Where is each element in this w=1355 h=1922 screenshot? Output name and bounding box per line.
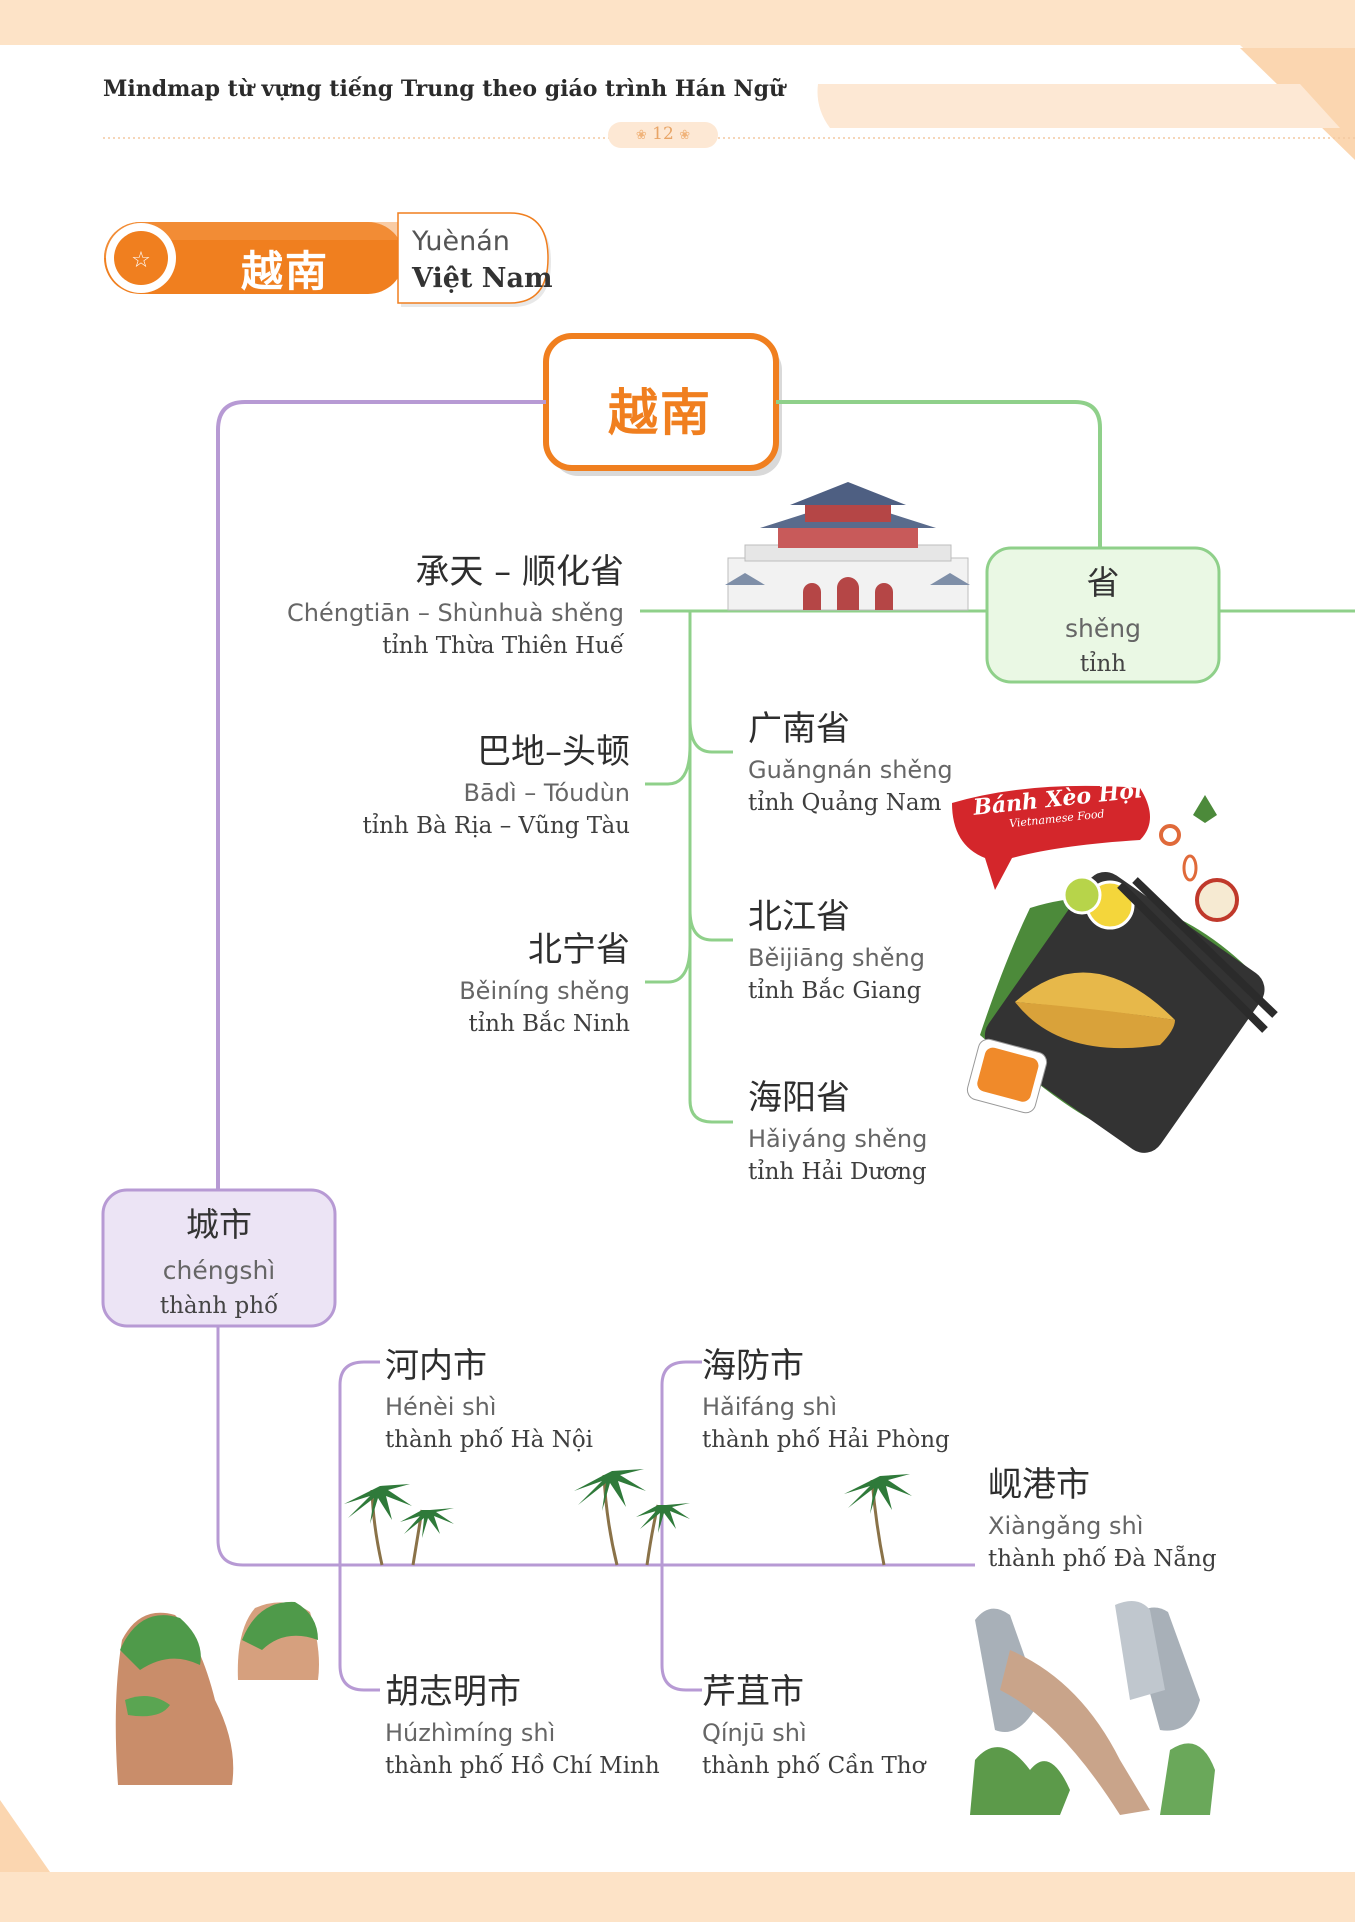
node-vietnamese: thành phố Đà Nẵng [988, 1546, 1217, 1573]
star-icon: ☆ [131, 248, 151, 273]
city-node: 芹苴市 Qínjū shì thành phố Cần Thơ [702, 1672, 926, 1780]
node-pinyin: Běiníng shěng [459, 977, 630, 1006]
province-node: 北宁省 Běiníng shěng tỉnh Bắc Ninh [360, 930, 630, 1038]
hue-citadel-illustration [725, 482, 970, 611]
province-node: 海阳省 Hǎiyáng shěng tỉnh Hải Dương [748, 1078, 928, 1186]
node-hanzi: 河内市 [385, 1346, 487, 1386]
province-node: 巴地–头顿 Bādì – Tóudùn tỉnh Bà Rịa – Vũng T… [300, 732, 630, 840]
lesson-title-hanzi: 越南 [240, 247, 329, 296]
node-pinyin: Húzhìmíng shì [385, 1719, 556, 1748]
node-pinyin: Běijiāng shěng [748, 944, 925, 973]
node-pinyin: Hénèi shì [385, 1393, 497, 1422]
node-pinyin: Hǎifáng shì [702, 1393, 838, 1422]
node-hanzi: 胡志明市 [385, 1672, 521, 1712]
node-vietnamese: tỉnh Thừa Thiên Huế [382, 633, 624, 660]
lesson-label-card [397, 212, 549, 304]
node-pinyin: Xiàngǎng shì [988, 1512, 1144, 1541]
province-connector [776, 400, 1102, 548]
node-vietnamese: tỉnh Bắc Giang [748, 978, 922, 1005]
node-hanzi: 海阳省 [748, 1078, 850, 1118]
root-node-label: 越南 [608, 384, 712, 442]
province-node: 北江省 Běijiāng shěng tỉnh Bắc Giang [748, 897, 925, 1005]
node-vietnamese: tỉnh Bà Rịa – Vũng Tàu [362, 813, 630, 840]
node-hanzi: 北宁省 [528, 930, 630, 970]
city-connector [216, 400, 546, 1190]
province-node: 广南省 Guǎngnán shěng tỉnh Quảng Nam [748, 709, 953, 817]
banh-xeo-illustration [966, 795, 1278, 1153]
flower-icon: ❀ [635, 128, 647, 143]
node-hanzi: 岘港市 [988, 1465, 1090, 1505]
province-node: 承天 – 顺化省 Chéngtiān – Shùnhuà shěng tỉnh … [240, 552, 624, 660]
node-pinyin: Guǎngnán shěng [748, 756, 953, 785]
flower-icon: ❀ [679, 128, 691, 143]
node-vietnamese: tỉnh Bắc Ninh [468, 1011, 630, 1038]
category-hanzi: 省 [1086, 563, 1120, 602]
food-banner [952, 785, 1150, 890]
city-node: 岘港市 Xiàngǎng shì thành phố Đà Nẵng [988, 1465, 1217, 1573]
category-vietnamese: thành phố [159, 1293, 279, 1319]
halong-bay-rocks-illustration [115, 1601, 319, 1785]
node-hanzi: 承天 – 顺化省 [415, 552, 624, 592]
node-vietnamese: tỉnh Quảng Nam [748, 790, 942, 817]
top-decor-band [0, 0, 1355, 155]
province-category: 省 shěng tỉnh [987, 556, 1219, 677]
city-category: 城市 chéngshì thành phố [103, 1198, 335, 1319]
book-title: Mindmap từ vựng tiếng Trung theo giáo tr… [103, 76, 785, 102]
category-hanzi: 城市 [186, 1205, 252, 1244]
node-hanzi: 广南省 [748, 709, 850, 749]
city-node: 胡志明市 Húzhìmíng shì thành phố Hồ Chí Minh [385, 1672, 660, 1780]
node-pinyin: Qínjū shì [702, 1719, 807, 1748]
node-hanzi: 巴地–头顿 [477, 732, 630, 772]
node-hanzi: 北江省 [748, 897, 850, 937]
node-hanzi: 海防市 [702, 1346, 804, 1386]
category-pinyin: shěng [1065, 614, 1141, 643]
node-vietnamese: thành phố Cần Thơ [702, 1753, 926, 1780]
page-number: ❀ 12 ❀ [635, 124, 691, 144]
palm-trees [370, 1474, 886, 1566]
node-pinyin: Bādì – Tóudùn [463, 779, 630, 808]
city-node: 海防市 Hǎifáng shì thành phố Hải Phòng [702, 1346, 950, 1454]
node-pinyin: Chéngtiān – Shùnhuà shěng [287, 599, 624, 628]
province-category-box [985, 546, 1221, 684]
category-vietnamese: tỉnh [1079, 651, 1127, 677]
node-vietnamese: tỉnh Hải Dương [748, 1159, 927, 1186]
golden-bridge-illustration [970, 1601, 1215, 1815]
node-vietnamese: thành phố Hà Nội [385, 1427, 594, 1454]
node-vietnamese: thành phố Hồ Chí Minh [385, 1753, 660, 1780]
lesson-title-vietnamese: Việt Nam [412, 263, 553, 294]
header-decor-bar [817, 84, 1340, 128]
node-vietnamese: thành phố Hải Phòng [702, 1427, 950, 1454]
node-hanzi: 芹苴市 [702, 1672, 804, 1712]
node-pinyin: Hǎiyáng shěng [748, 1125, 928, 1154]
category-pinyin: chéngshì [162, 1256, 276, 1285]
lesson-title-pinyin: Yuènán [412, 226, 510, 257]
city-node: 河内市 Hénèi shì thành phố Hà Nội [385, 1346, 594, 1454]
bottom-decor-band [0, 1828, 1355, 1922]
